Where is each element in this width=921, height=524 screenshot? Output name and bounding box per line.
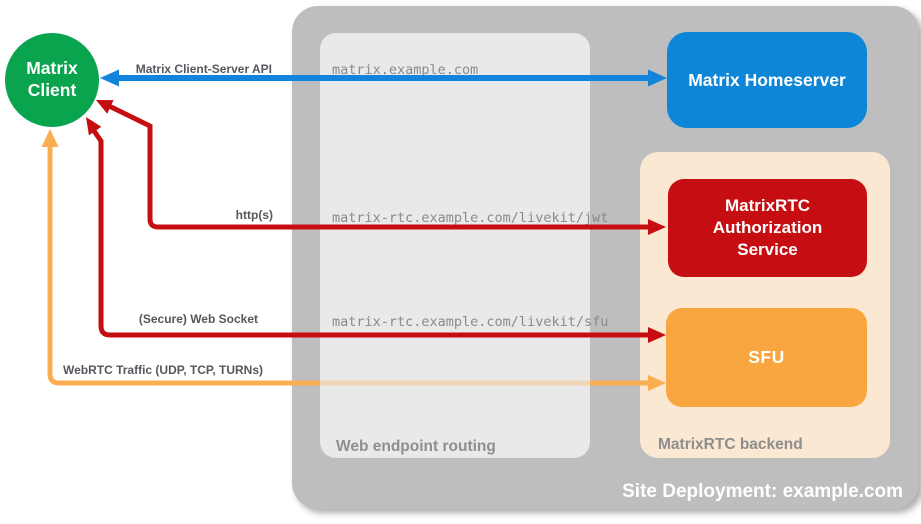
matrix-homeserver-label: Matrix Homeserver bbox=[688, 69, 846, 90]
web-endpoint-routing-zone bbox=[320, 33, 590, 458]
site-deployment-caption: Site Deployment: example.com bbox=[622, 481, 903, 502]
matrixrtc-authorization-service-node: MatrixRTC Authorization Service bbox=[668, 179, 867, 277]
secure-web-socket-label: (Secure) Web Socket bbox=[138, 312, 258, 326]
matrixrtc-backend-title: MatrixRTC backend bbox=[658, 436, 803, 453]
webrtc-traffic-label: WebRTC Traffic (UDP, TCP, TURNs) bbox=[62, 363, 263, 377]
endpoint-livekit-jwt: matrix-rtc.example.com/livekit/jwt bbox=[332, 210, 609, 226]
arrowhead-client-icon bbox=[96, 100, 114, 114]
sfu-label: SFU bbox=[748, 347, 785, 367]
matrixrtc-authorization-service-label: MatrixRTC Authorization Service bbox=[712, 195, 823, 260]
endpoint-livekit-sfu: matrix-rtc.example.com/livekit/sfu bbox=[332, 314, 609, 330]
matrix-homeserver-node: Matrix Homeserver bbox=[667, 32, 867, 128]
endpoint-matrix-example-com: matrix.example.com bbox=[332, 62, 479, 78]
matrix-client-node: Matrix Client bbox=[5, 33, 99, 127]
arrowhead-client-icon bbox=[86, 117, 102, 136]
client-server-api-label: Matrix Client-Server API bbox=[135, 62, 272, 76]
arrowhead-client-icon bbox=[41, 129, 59, 147]
matrix-client-label: Matrix Client bbox=[26, 58, 78, 100]
web-endpoint-routing-title: Web endpoint routing bbox=[336, 438, 496, 455]
sfu-node: SFU bbox=[666, 308, 867, 407]
https-label: http(s) bbox=[235, 208, 273, 222]
